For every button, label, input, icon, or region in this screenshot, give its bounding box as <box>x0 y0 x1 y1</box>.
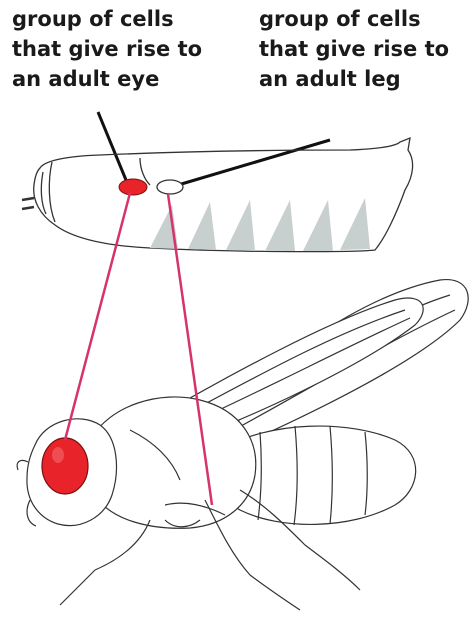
larva-head-segment-2 <box>41 172 46 214</box>
adult-fly <box>17 280 468 610</box>
mouth-hook <box>22 198 34 200</box>
fly-antenna <box>17 460 28 470</box>
eye-imaginal-disc <box>119 179 147 195</box>
eye-pointer-line <box>98 112 126 180</box>
larva-denticle-belts <box>150 198 370 251</box>
denticle <box>188 202 216 250</box>
denticle <box>303 200 333 251</box>
denticle <box>340 198 370 250</box>
fly-leg-front <box>60 520 150 605</box>
leg-imaginal-disc <box>157 180 183 194</box>
leg-pointer-line <box>178 140 330 185</box>
eye-connector-line <box>65 193 130 440</box>
denticle <box>265 200 295 251</box>
fly-compound-eye <box>42 438 88 494</box>
fly-eye-highlight <box>52 447 64 463</box>
denticle <box>226 200 255 251</box>
larva-head-segment <box>49 162 55 222</box>
mouth-hook-2 <box>22 207 34 209</box>
